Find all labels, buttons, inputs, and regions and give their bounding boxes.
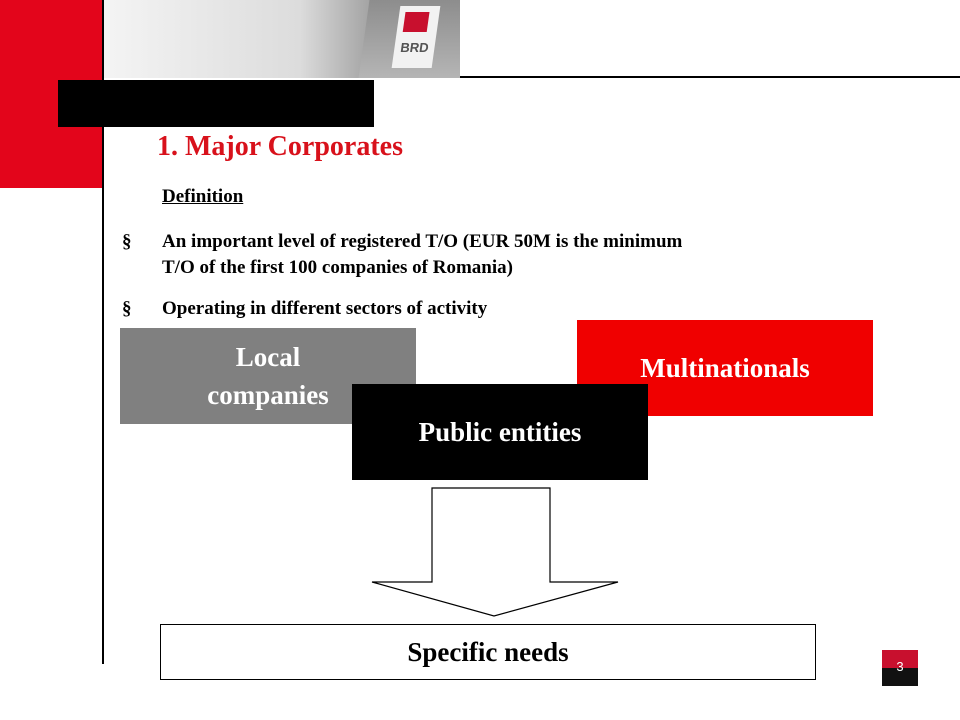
header-black-bar — [58, 80, 374, 127]
multinationals-label: Multinationals — [640, 353, 810, 383]
brd-logo-icon — [402, 12, 430, 32]
page-badge-bottom — [882, 668, 918, 686]
brd-logo-text: BRD — [399, 40, 430, 55]
specific-needs-box: Specific needs — [160, 624, 816, 680]
slide-title: 1. Major Corporates — [157, 131, 403, 162]
vertical-divider — [102, 0, 104, 664]
page-number: 3 — [896, 659, 904, 674]
specific-needs-label: Specific needs — [407, 637, 569, 667]
public-entities-box: Public entities — [352, 384, 648, 480]
bullet-item: § Operating in different sectors of acti… — [122, 296, 722, 322]
page-number-badge: 3 — [882, 650, 918, 686]
definition-heading: Definition — [162, 186, 244, 207]
header-divider — [460, 76, 960, 78]
bullet-line: T/O of the first 100 companies of Romani… — [162, 257, 513, 278]
public-entities-label: Public entities — [418, 417, 582, 447]
header-photo: BRD — [104, 0, 460, 78]
local-companies-label: Local — [235, 342, 301, 372]
bullet-item: § An important level of registered T/O (… — [122, 229, 902, 281]
bullet-icon: § — [122, 231, 132, 252]
bullet-text: An important level of registered T/O (EU… — [162, 229, 682, 281]
local-companies-label: companies — [207, 380, 329, 410]
page-badge-top — [882, 650, 918, 668]
bullet-line: An important level of registered T/O (EU… — [162, 231, 683, 252]
down-arrow-icon — [371, 487, 619, 617]
bullet-text: Operating in different sectors of activi… — [162, 298, 488, 319]
bullet-icon: § — [122, 298, 132, 319]
